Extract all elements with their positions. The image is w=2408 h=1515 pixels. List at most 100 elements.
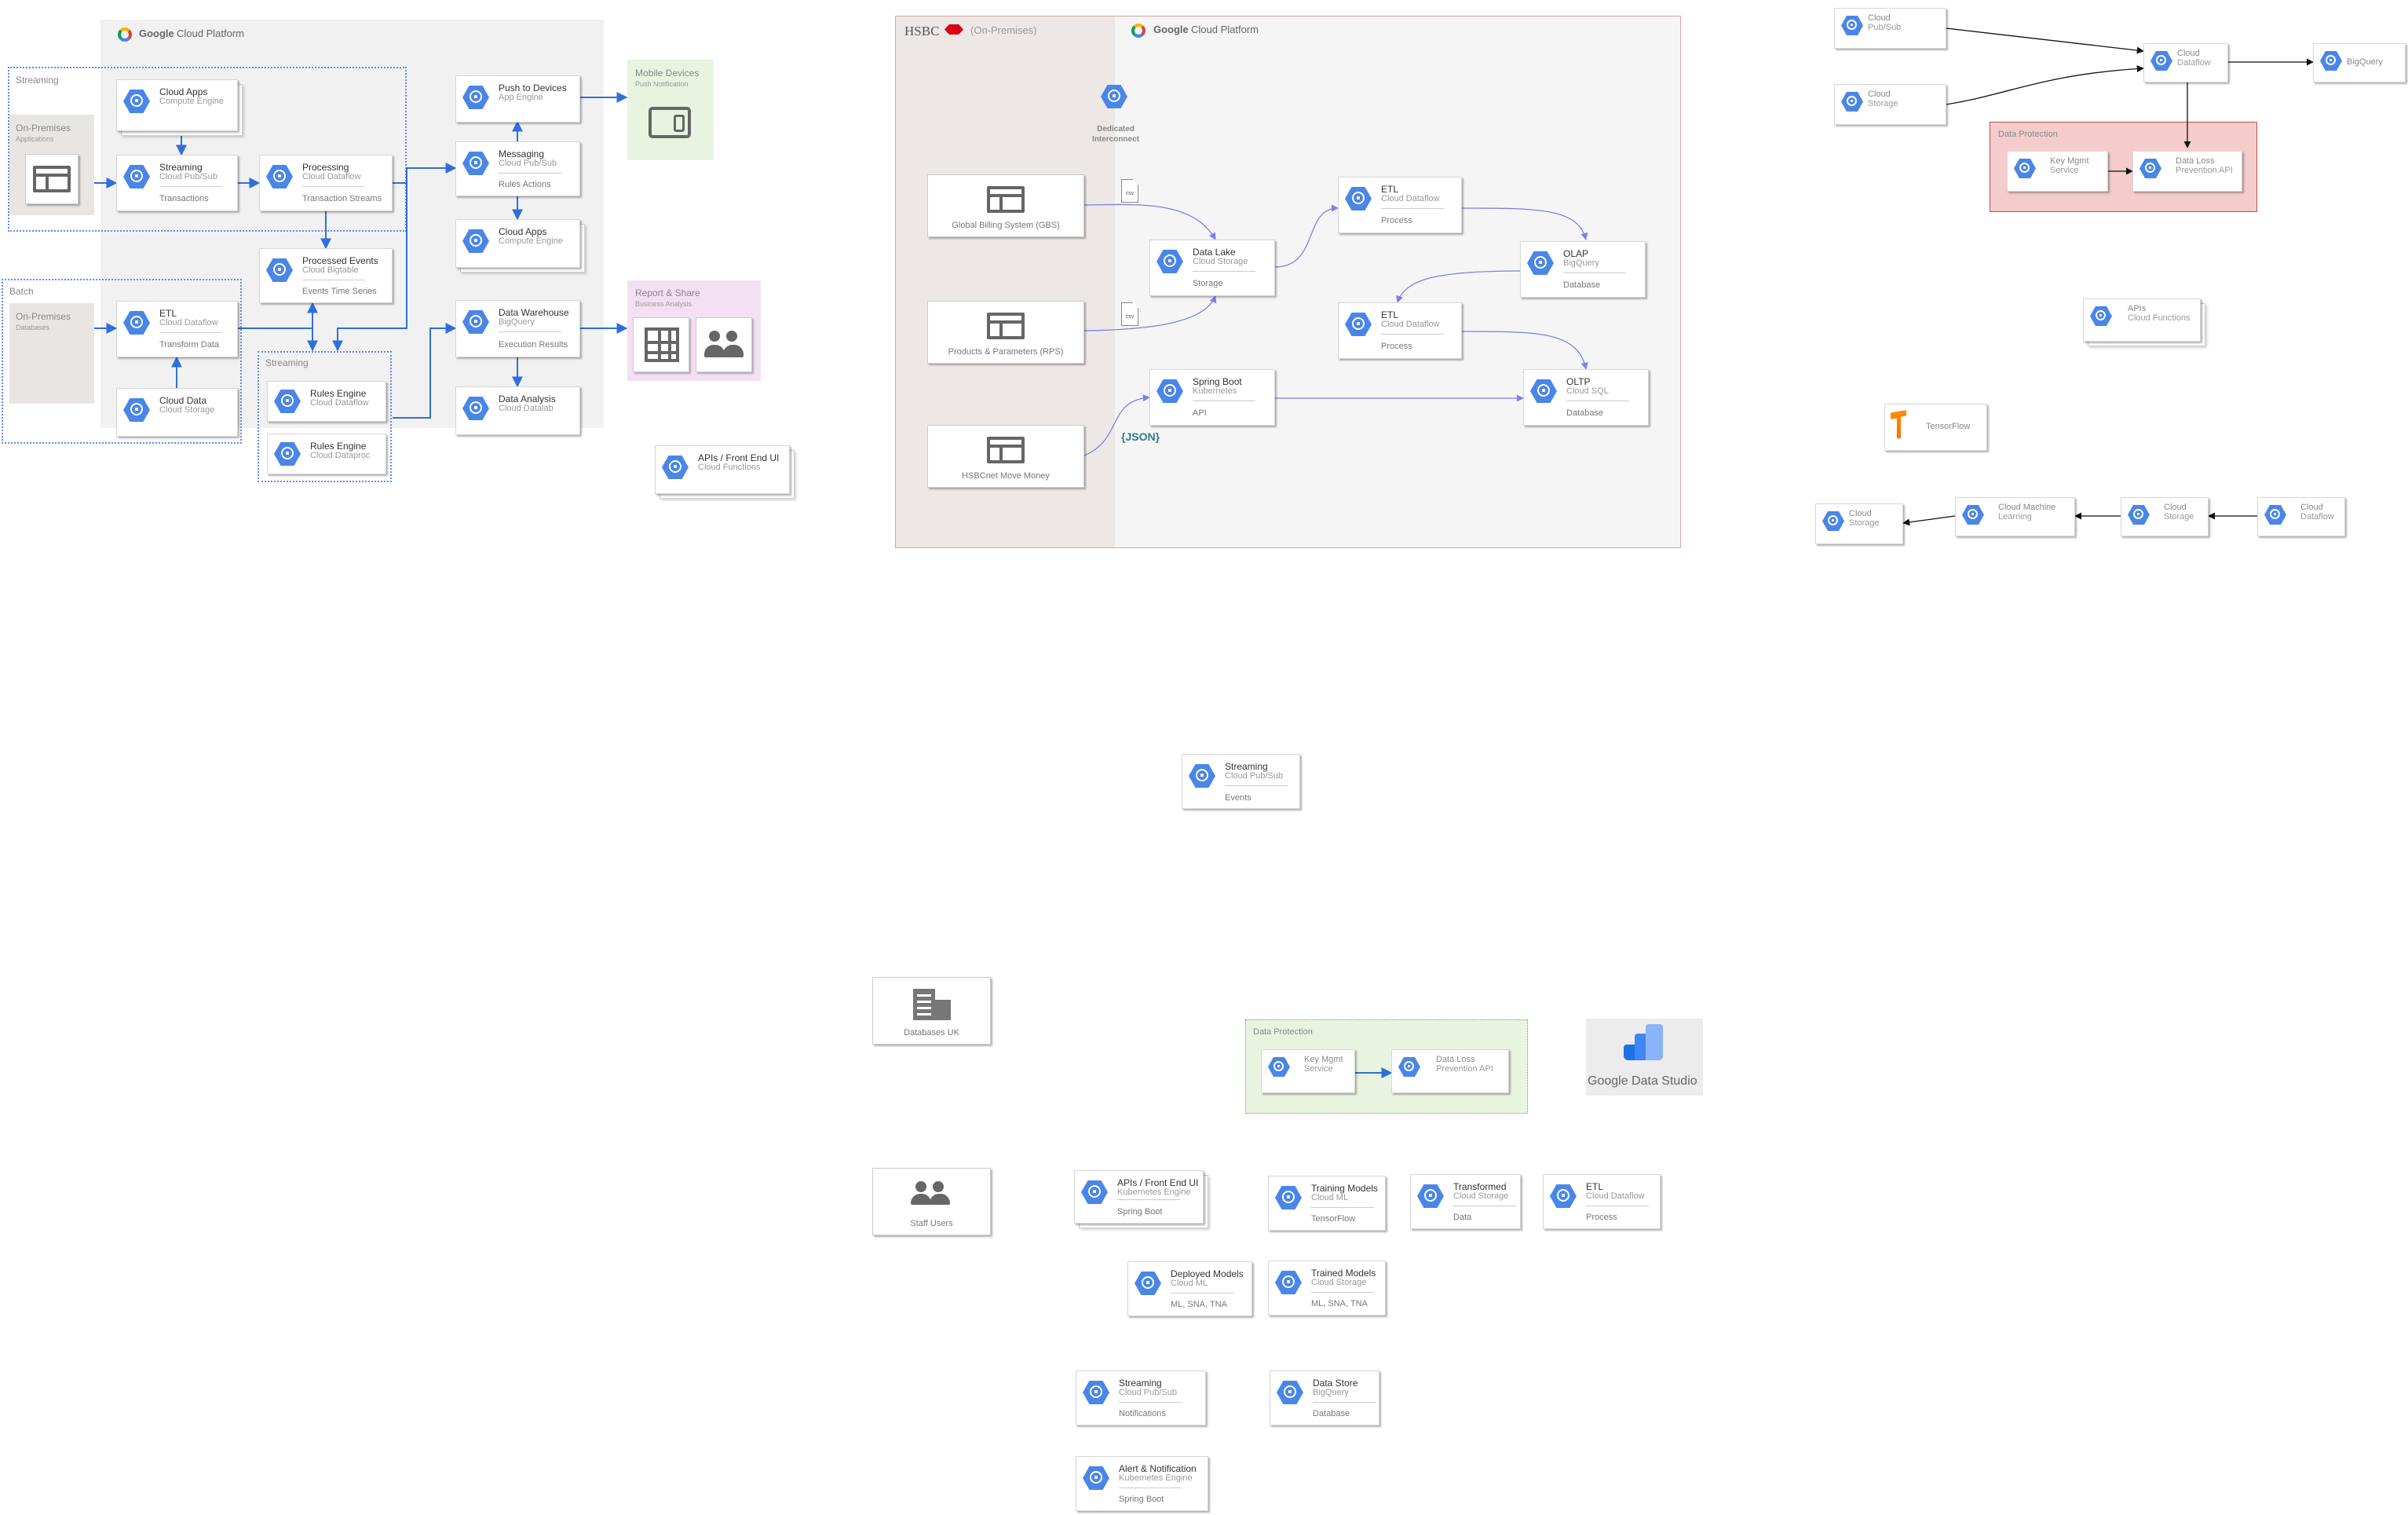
system-rps[interactable]: Products & Parameters (RPS) — [927, 301, 1084, 364]
card-title: Data Analysis — [499, 393, 556, 404]
compute-engine-icon — [123, 90, 150, 113]
card-desc: Storage — [1193, 279, 1223, 288]
card-sub: Cloud Bigtable — [302, 265, 359, 275]
pubsub-icon — [1189, 764, 1215, 788]
card-title: ETL — [1381, 309, 1399, 320]
system-gbs-icon — [987, 186, 1025, 213]
mini-sub: Service — [1304, 1064, 1333, 1074]
card-desc: API — [1193, 408, 1207, 418]
system-hsbcnet[interactable]: HSBCnet Move Money — [927, 425, 1084, 488]
card-sub: BigQuery — [499, 317, 535, 327]
card-sub: Compute Engine — [159, 97, 224, 106]
card-sub: Cloud Pub/Sub — [1119, 1388, 1177, 1397]
mini-sub: Service — [2050, 166, 2079, 175]
mini-sub: Pub/Sub — [1868, 23, 1902, 32]
app-engine-icon — [462, 86, 489, 109]
card-sub: Cloud Storage — [159, 405, 215, 415]
card-title: Data Store — [1313, 1378, 1358, 1389]
card-desc: Database — [1563, 280, 1601, 290]
card-title: Trained Models — [1311, 1268, 1376, 1279]
pubsub-icon — [1083, 1381, 1109, 1404]
cloud-ml-icon — [1135, 1272, 1161, 1295]
system-gbs[interactable]: Global Billing System (GBS) — [927, 174, 1084, 237]
cloud-ml-icon — [1962, 505, 1984, 525]
dataflow-icon — [1345, 313, 1372, 336]
datalab-icon — [462, 397, 489, 420]
card-sub: Cloud Storage — [1193, 257, 1248, 266]
card-title: Rules Engine — [310, 441, 367, 452]
card-title: ETL — [1586, 1181, 1604, 1192]
bigquery-icon — [1527, 251, 1554, 275]
mini-title: Key Mgmt — [1304, 1055, 1343, 1064]
card-title: Push to Devices — [499, 82, 567, 93]
system-rps-label: Products & Parameters (RPS) — [948, 347, 1064, 357]
data-protection-green-label: Data Protection — [1253, 1027, 1313, 1037]
card-sub: Cloud ML — [1171, 1279, 1208, 1288]
card-sub: Cloud Dataflow — [302, 172, 361, 181]
onprem-db-sub: Databases — [16, 324, 50, 331]
staff-users[interactable]: Staff Users — [872, 1168, 991, 1235]
databases-uk[interactable]: Databases UK — [872, 977, 991, 1045]
card-desc: Spring Boot — [1117, 1207, 1163, 1217]
gcp-brand: Google — [139, 27, 174, 39]
cloud-storage-icon — [2128, 505, 2150, 525]
streaming-group-label: Streaming — [16, 75, 59, 86]
card-title: Rules Engine — [310, 388, 367, 399]
pubsub-icon — [462, 152, 489, 175]
wire-r-cml-to-cs1 — [1902, 515, 1956, 526]
dataflow-icon — [2264, 505, 2286, 525]
table-grid-icon — [633, 317, 689, 372]
hsbc-name: HSBC — [904, 24, 940, 38]
hsbc-logo-icon — [945, 24, 963, 35]
card-title: OLAP — [1563, 248, 1589, 259]
mini-bigquery[interactable]: BigQuery — [2313, 43, 2406, 82]
card-title: Cloud Apps — [159, 86, 208, 97]
card-title: Transformed — [1453, 1181, 1507, 1192]
onprem-app-icon — [25, 154, 79, 204]
card-title: Processed Events — [302, 255, 378, 266]
mini-title: Cloud — [2300, 503, 2323, 512]
